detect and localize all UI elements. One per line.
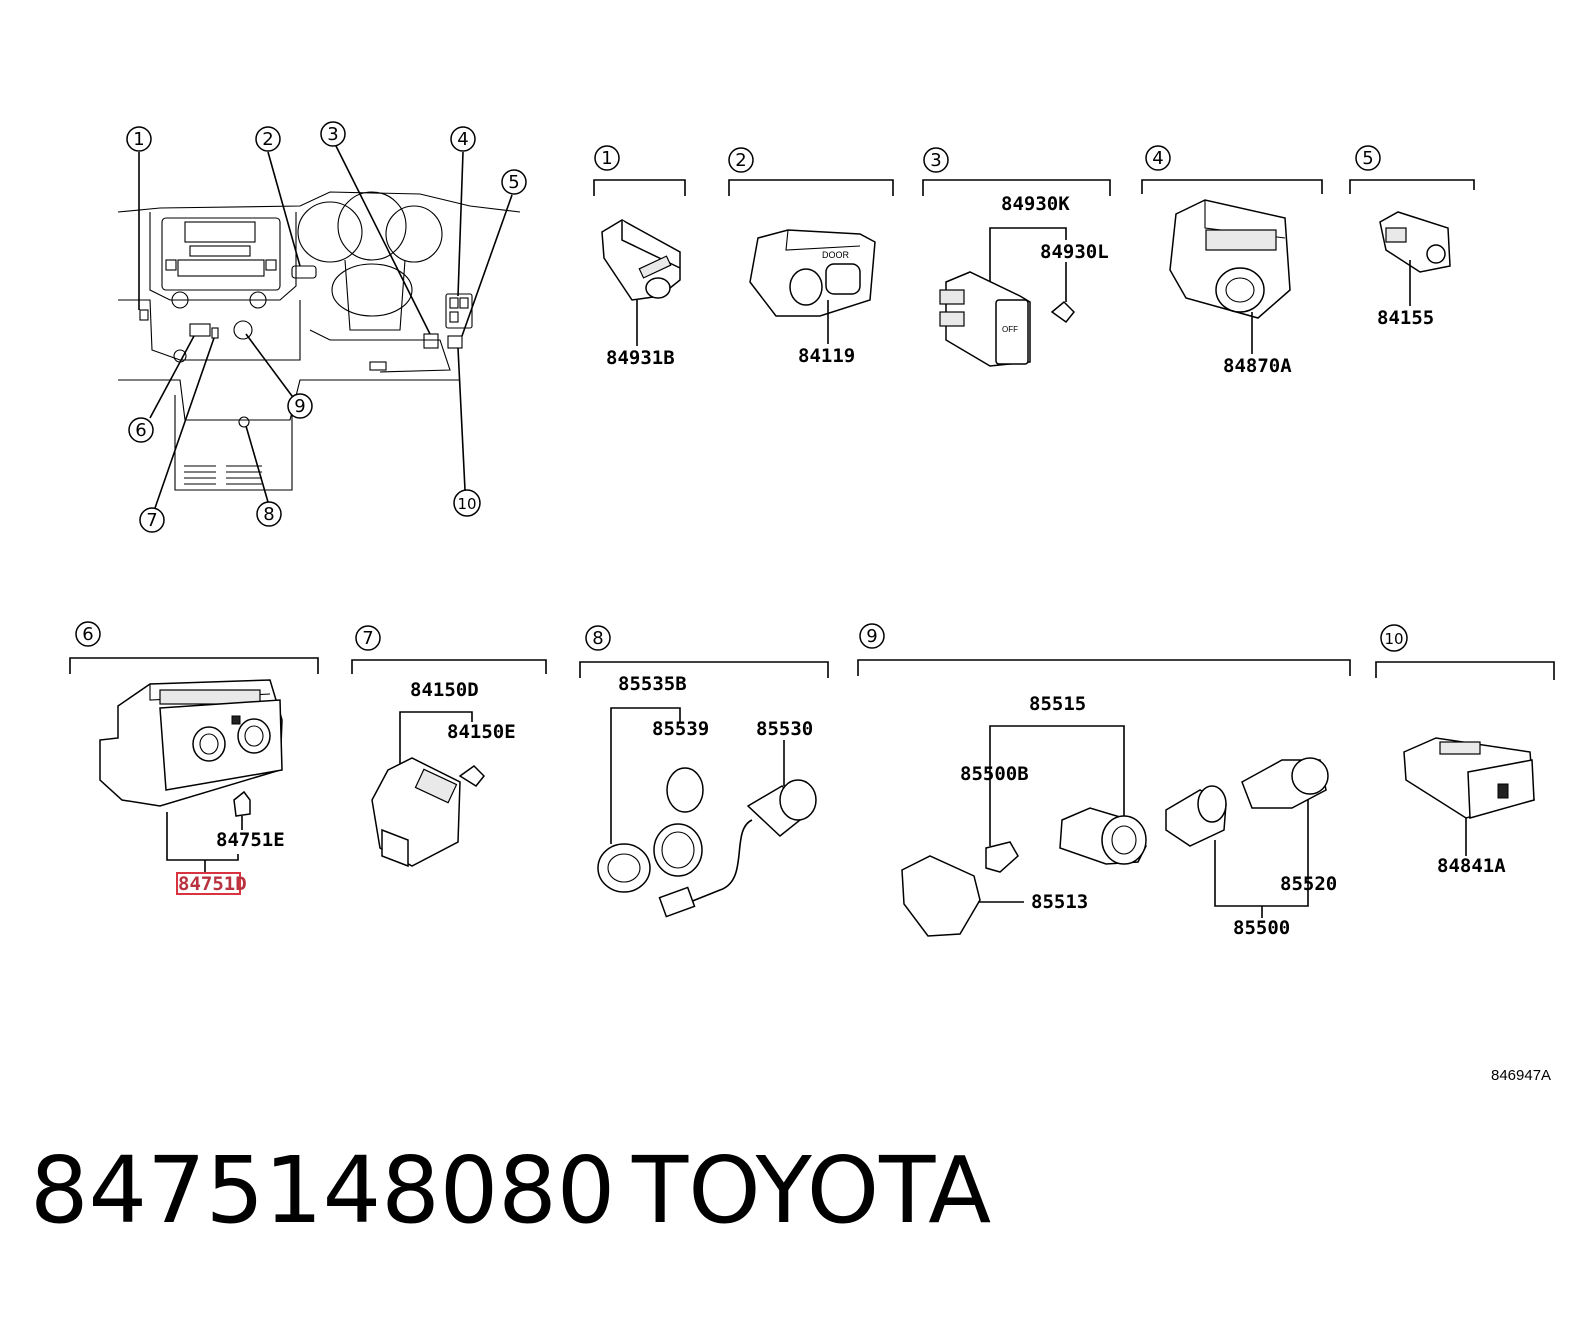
callout-7: 7 (139, 507, 165, 533)
svg-text:OFF: OFF (1002, 325, 1018, 334)
svg-text:10: 10 (457, 495, 476, 513)
svg-text:8: 8 (263, 504, 274, 525)
svg-text:85500B: 85500B (960, 763, 1029, 785)
svg-text:6: 6 (135, 420, 146, 441)
svg-text:84931B: 84931B (606, 347, 675, 369)
bulb-84751e-drawing (233, 790, 251, 830)
dashboard-overview (117, 145, 521, 509)
overview-callouts: 1 2 3 4 5 6 7 8 9 10 (126, 121, 527, 533)
group-4: 4 84870A (1141, 145, 1323, 377)
svg-text:84870A: 84870A (1223, 355, 1292, 377)
cap-85539-drawing (666, 767, 704, 813)
bulb-84930l-drawing (1050, 262, 1076, 324)
svg-text:85520: 85520 (1280, 873, 1337, 895)
svg-text:85513: 85513 (1031, 891, 1088, 913)
svg-text:84155: 84155 (1377, 307, 1434, 329)
callout-10: 10 (453, 489, 481, 517)
callout-1: 1 (126, 126, 152, 152)
group-2: 2 DOOR 84119 (728, 147, 894, 367)
figure-code: 846947A (1491, 1067, 1551, 1084)
svg-text:6: 6 (82, 624, 93, 645)
callout-2: 2 (255, 126, 281, 152)
lighter-parts-drawing (901, 757, 1329, 937)
group-8: 8 85535B 85539 85530 (579, 625, 829, 918)
svg-text:4: 4 (1152, 148, 1163, 169)
svg-text:3: 3 (930, 150, 941, 171)
callout-8: 8 (256, 501, 282, 527)
svg-text:2: 2 (735, 150, 746, 171)
group-5: 5 84155 (1349, 145, 1475, 329)
callout-5: 5 (501, 169, 527, 195)
svg-text:85530: 85530 (756, 718, 813, 740)
svg-text:84150E: 84150E (447, 721, 516, 743)
footer-part-number: 8475148080 (30, 1137, 615, 1244)
group-7: 7 84150D 84150E (351, 625, 547, 868)
callout-6: 6 (128, 417, 154, 443)
socket-85535b-drawing (597, 823, 703, 893)
vent-grille (184, 465, 262, 485)
svg-text:8: 8 (592, 628, 603, 649)
group-9: 9 85515 85500B 85513 85500 85520 (857, 623, 1351, 939)
svg-text:5: 5 (1362, 148, 1373, 169)
svg-text:DOOR: DOOR (822, 250, 850, 260)
svg-text:84150D: 84150D (410, 679, 479, 701)
switch-84931b-drawing (601, 219, 681, 301)
group-1: 1 84931B (593, 145, 686, 369)
svg-text:84930K: 84930K (1001, 193, 1070, 215)
svg-text:85500: 85500 (1233, 917, 1290, 939)
svg-text:1: 1 (133, 129, 144, 150)
group-6: 6 84751E 84751D (69, 621, 319, 895)
switch-84150d-drawing (371, 757, 461, 868)
callout-9: 9 (287, 393, 313, 419)
svg-text:5: 5 (508, 172, 519, 193)
group-3: 3 84930K 84930L OFF (922, 147, 1111, 367)
svg-text:10: 10 (1384, 630, 1403, 648)
svg-text:2: 2 (262, 129, 273, 150)
group-10: 10 84841A (1375, 624, 1555, 877)
svg-text:4: 4 (457, 129, 468, 150)
svg-text:84751E: 84751E (216, 829, 285, 851)
svg-text:1: 1 (601, 148, 612, 169)
svg-text:3: 3 (327, 124, 338, 145)
svg-text:84119: 84119 (798, 345, 855, 367)
socket-85530-drawing (658, 779, 817, 918)
svg-text:9: 9 (294, 396, 305, 417)
highlighted-part-number: 84751D (178, 873, 247, 895)
svg-text:84841A: 84841A (1437, 855, 1506, 877)
svg-text:85535B: 85535B (618, 673, 687, 695)
svg-text:84930L: 84930L (1040, 241, 1109, 263)
highlight-box (176, 872, 241, 895)
bulb-84150e-drawing (458, 765, 486, 787)
switch-84930k-drawing: OFF (939, 271, 1031, 367)
switch-84155-drawing (1379, 211, 1451, 273)
svg-text:9: 9 (866, 626, 877, 647)
svg-text:85515: 85515 (1029, 693, 1086, 715)
footer-brand: TOYOTA (631, 1137, 991, 1244)
svg-text:85539: 85539 (652, 718, 709, 740)
callout-3: 3 (320, 121, 346, 147)
svg-text:7: 7 (362, 628, 373, 649)
heater-switch-84751d-drawing (99, 679, 283, 807)
mirror-switch-84870a-drawing (1169, 199, 1291, 319)
callout-4: 4 (450, 126, 476, 152)
svg-text:7: 7 (146, 510, 157, 531)
fuel-switch-84841a-drawing (1403, 737, 1535, 819)
switch-84119-drawing: DOOR (749, 229, 876, 317)
